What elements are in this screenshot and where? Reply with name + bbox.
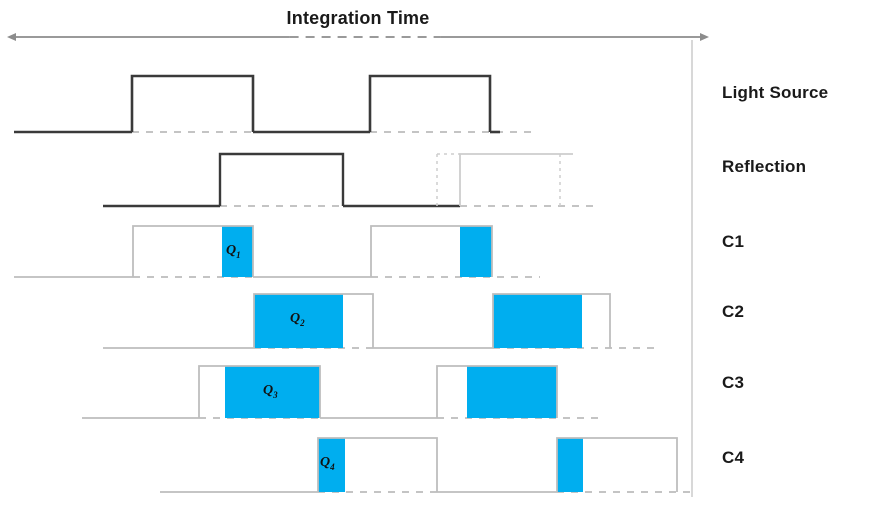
row-label-c1: C1: [722, 232, 744, 251]
charge-block-q3-0: [225, 366, 320, 418]
waveform-row-light-source: [14, 74, 535, 134]
charge-label-base: Q: [290, 311, 300, 326]
waveform-row-c4: Q4: [160, 437, 690, 493]
pulse-c2-1: [492, 293, 611, 348]
row-label-c2: C2: [722, 302, 744, 321]
figure-title-group: Integration Time: [287, 8, 430, 28]
charge-block-q2-1: [493, 294, 582, 348]
row-label-reflection: Reflection: [722, 157, 806, 176]
charge-block-q1-0: [222, 226, 253, 277]
charge-label-base: Q: [226, 243, 236, 258]
ghost-pulse-reflection-0: [459, 153, 573, 206]
charge-block-q3-1: [467, 366, 557, 418]
charge-label-subscript: 1: [236, 250, 241, 260]
charge-block-q1-1: [460, 226, 492, 277]
waveform-row-c1: Q1: [14, 225, 540, 278]
pulse-c4-1: [556, 437, 678, 492]
charge-block-q4-1: [557, 438, 583, 492]
page-title: Integration Time: [287, 8, 430, 28]
pulse-c1-1: [370, 225, 493, 277]
pulse-c3-0: [198, 365, 321, 418]
charge-label-q4: Q4: [320, 455, 335, 472]
charge-block-q4-0: [318, 438, 345, 492]
charge-label-base: Q: [320, 455, 330, 470]
pulse-c3-1: [436, 365, 558, 418]
pulse-c2-0: [253, 293, 374, 348]
charge-label-subscript: 3: [272, 390, 278, 400]
charge-label-q2: Q2: [290, 311, 305, 328]
row-label-c4: C4: [722, 448, 744, 467]
waveform-row-reflection: [103, 152, 600, 208]
waveform-row-c2: Q2: [103, 293, 660, 349]
charge-label-q1: Q1: [226, 243, 241, 260]
charge-block-q2-0: [254, 294, 343, 348]
pulse-light-source-0: [130, 74, 255, 132]
charge-label-base: Q: [263, 383, 273, 398]
waveform-row-c3: Q3: [82, 365, 600, 419]
charge-label-subscript: 2: [299, 318, 305, 328]
pulse-c4-0: [317, 437, 438, 492]
pulse-reflection-0: [218, 152, 345, 206]
row-label-c3: C3: [722, 373, 744, 392]
pulse-c1-0: [132, 225, 254, 277]
charge-label-subscript: 4: [329, 462, 335, 472]
charge-label-q3: Q3: [263, 383, 278, 400]
pulse-light-source-1: [368, 74, 492, 132]
row-label-light-source: Light Source: [722, 83, 828, 102]
